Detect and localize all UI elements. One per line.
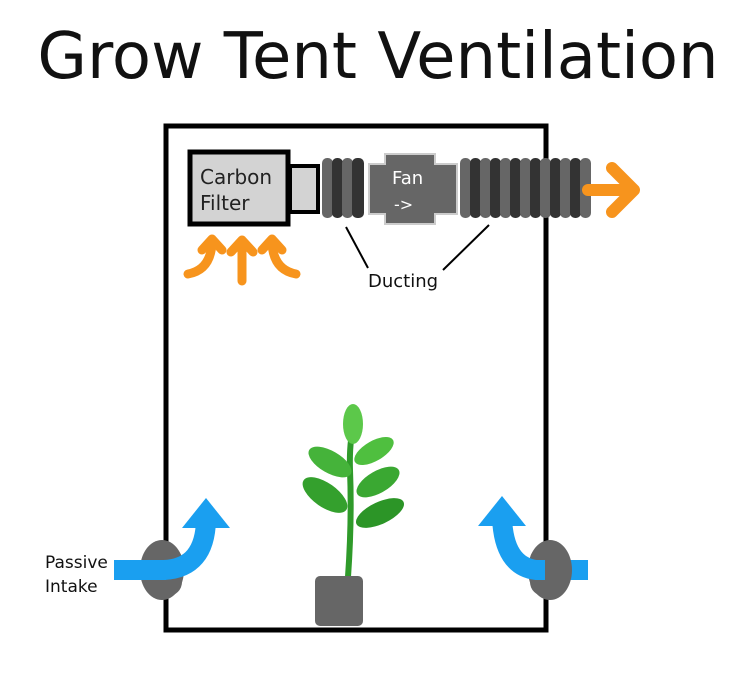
duct-rib bbox=[480, 158, 491, 218]
duct-rib bbox=[500, 158, 511, 218]
duct-rib bbox=[570, 158, 581, 218]
duct-rib bbox=[520, 158, 531, 218]
passive-intake-label-2: Intake bbox=[45, 577, 98, 597]
ducting-right bbox=[460, 158, 591, 218]
inline-fan: Fan -> bbox=[368, 153, 458, 225]
duct-rib bbox=[510, 158, 521, 218]
plant-icon bbox=[302, 404, 405, 626]
duct-rib bbox=[560, 158, 571, 218]
carbon-filter: Carbon Filter bbox=[187, 149, 320, 227]
diagram-title: Grow Tent Ventilation bbox=[37, 20, 718, 94]
duct-rib bbox=[460, 158, 471, 218]
ducting-label: Ducting bbox=[368, 271, 438, 292]
ducting-callout: Ducting bbox=[345, 224, 490, 292]
passive-intake-label-1: Passive bbox=[45, 553, 108, 573]
filter-intake-arrows-icon bbox=[183, 234, 301, 286]
duct-rib bbox=[550, 158, 561, 218]
carbon-filter-label-1: Carbon bbox=[200, 165, 272, 189]
ducting-left bbox=[322, 158, 364, 218]
duct-rib bbox=[470, 158, 481, 218]
duct-rib bbox=[530, 158, 541, 218]
plant-pot bbox=[315, 576, 363, 626]
carbon-filter-label-2: Filter bbox=[200, 191, 250, 215]
fan-label: Fan bbox=[392, 168, 423, 189]
fan-direction-label: -> bbox=[394, 195, 413, 214]
duct-rib bbox=[540, 158, 551, 218]
passive-intake-vent-left bbox=[114, 498, 230, 600]
exhaust-arrow-icon bbox=[582, 162, 640, 218]
passive-intake-vent-right bbox=[478, 496, 588, 600]
tent-outline bbox=[163, 123, 549, 633]
duct-rib bbox=[490, 158, 501, 218]
